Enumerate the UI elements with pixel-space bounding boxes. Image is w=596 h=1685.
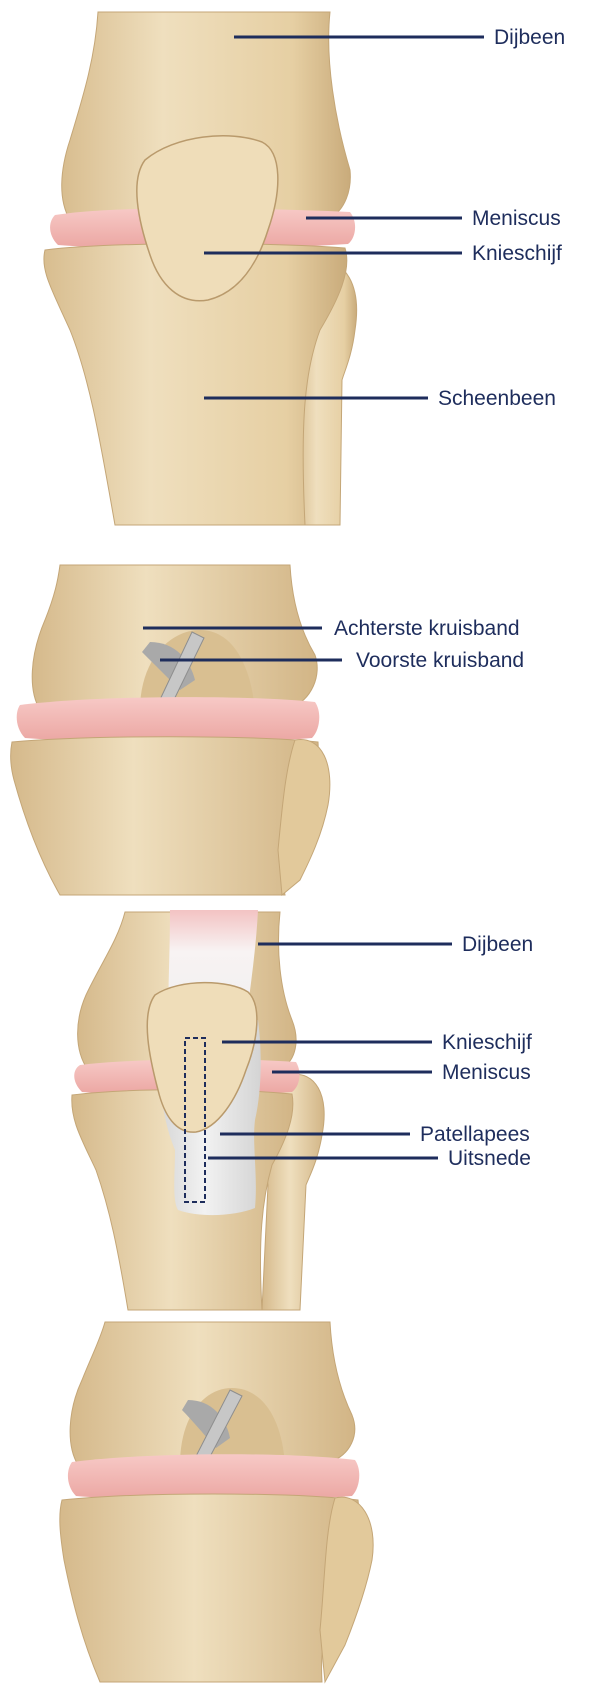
panel-patellar-tendon: Dijbeen Knieschijf Meniscus Patellapees … — [0, 910, 596, 1310]
panel-knee-flexed-ligaments: Achterste kruisband Voorste kruisband — [0, 560, 596, 900]
label-achterste-kruisband: Achterste kruisband — [334, 617, 520, 641]
tibia — [60, 1494, 359, 1682]
knee-reconstructed-illustration — [0, 1320, 596, 1685]
label-dijbeen: Dijbeen — [462, 933, 533, 957]
knee-ligaments-illustration — [0, 560, 596, 900]
label-knieschijf: Knieschijf — [472, 242, 562, 266]
label-meniscus: Meniscus — [442, 1061, 531, 1085]
label-scheenbeen: Scheenbeen — [438, 387, 556, 411]
label-uitsnede: Uitsnede — [448, 1147, 531, 1171]
panel-knee-front: Dijbeen Meniscus Knieschijf Scheenbeen — [0, 0, 596, 530]
label-patellapees: Patellapees — [420, 1123, 530, 1147]
label-voorste-kruisband: Voorste kruisband — [356, 649, 524, 673]
patellar-tendon-illustration — [0, 910, 596, 1310]
meniscus — [17, 697, 320, 742]
label-meniscus: Meniscus — [472, 207, 561, 231]
label-dijbeen: Dijbeen — [494, 26, 565, 50]
panel-knee-reconstructed — [0, 1320, 596, 1685]
tibia — [11, 737, 318, 895]
label-knieschijf: Knieschijf — [442, 1031, 532, 1055]
